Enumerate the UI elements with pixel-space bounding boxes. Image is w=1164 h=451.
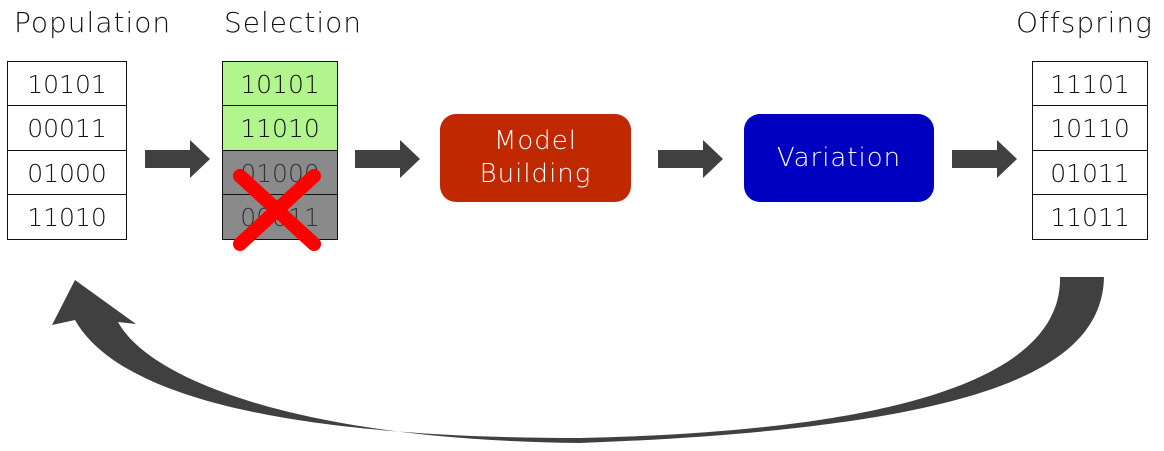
offspring-cell: 10110: [1032, 105, 1148, 151]
curved-return-arrow-icon: [52, 277, 1104, 443]
variation-box: Variation: [744, 114, 934, 202]
offspring-table: 11101 10110 01011 11011: [1032, 60, 1148, 240]
offspring-heading: Offspring: [1016, 6, 1153, 39]
model-building-label-line2: Building: [479, 159, 592, 189]
variation-label: Variation: [776, 142, 902, 173]
model-building-label-line1: Model: [493, 126, 578, 156]
right-arrow-icon: [145, 140, 210, 178]
x-cross-icon: [233, 169, 321, 251]
offspring-cell: 11101: [1032, 60, 1148, 107]
right-arrow-icon: [952, 140, 1017, 178]
population-heading: Population: [14, 6, 172, 39]
population-table: 10101 00011 01000 11010: [7, 60, 127, 240]
right-arrow-icon: [658, 140, 723, 178]
population-cell: 01000: [7, 149, 127, 196]
model-building-box: Model Building: [440, 114, 631, 202]
right-arrow-icon: [355, 140, 420, 178]
selection-heading: Selection: [224, 6, 363, 39]
population-cell: 11010: [7, 194, 127, 240]
selected-cell: 10101: [222, 60, 338, 107]
offspring-cell: 11011: [1032, 194, 1148, 240]
offspring-cell: 01011: [1032, 149, 1148, 196]
